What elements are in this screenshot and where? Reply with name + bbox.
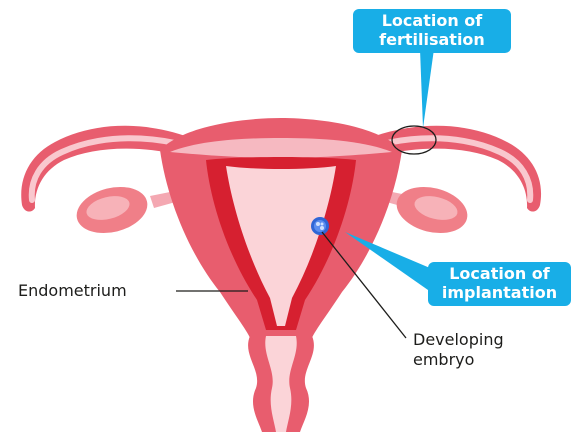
developing-embryo-label: Developing embryo [413,330,504,370]
fertilisation-callout-line2: fertilisation [359,30,505,49]
implantation-callout-line2: implantation [434,283,565,302]
fertilisation-callout: Location of fertilisation [353,9,511,53]
endometrium-label: Endometrium [18,281,127,301]
embryo-label-line2: embryo [413,350,504,370]
implantation-callout-line1: Location of [434,264,565,283]
fertilisation-pointer [420,49,434,128]
implantation-callout: Location of implantation [428,262,571,306]
embryo-icon [311,217,329,235]
embryo-label-line1: Developing [413,330,504,350]
fertilisation-callout-line1: Location of [359,11,505,30]
